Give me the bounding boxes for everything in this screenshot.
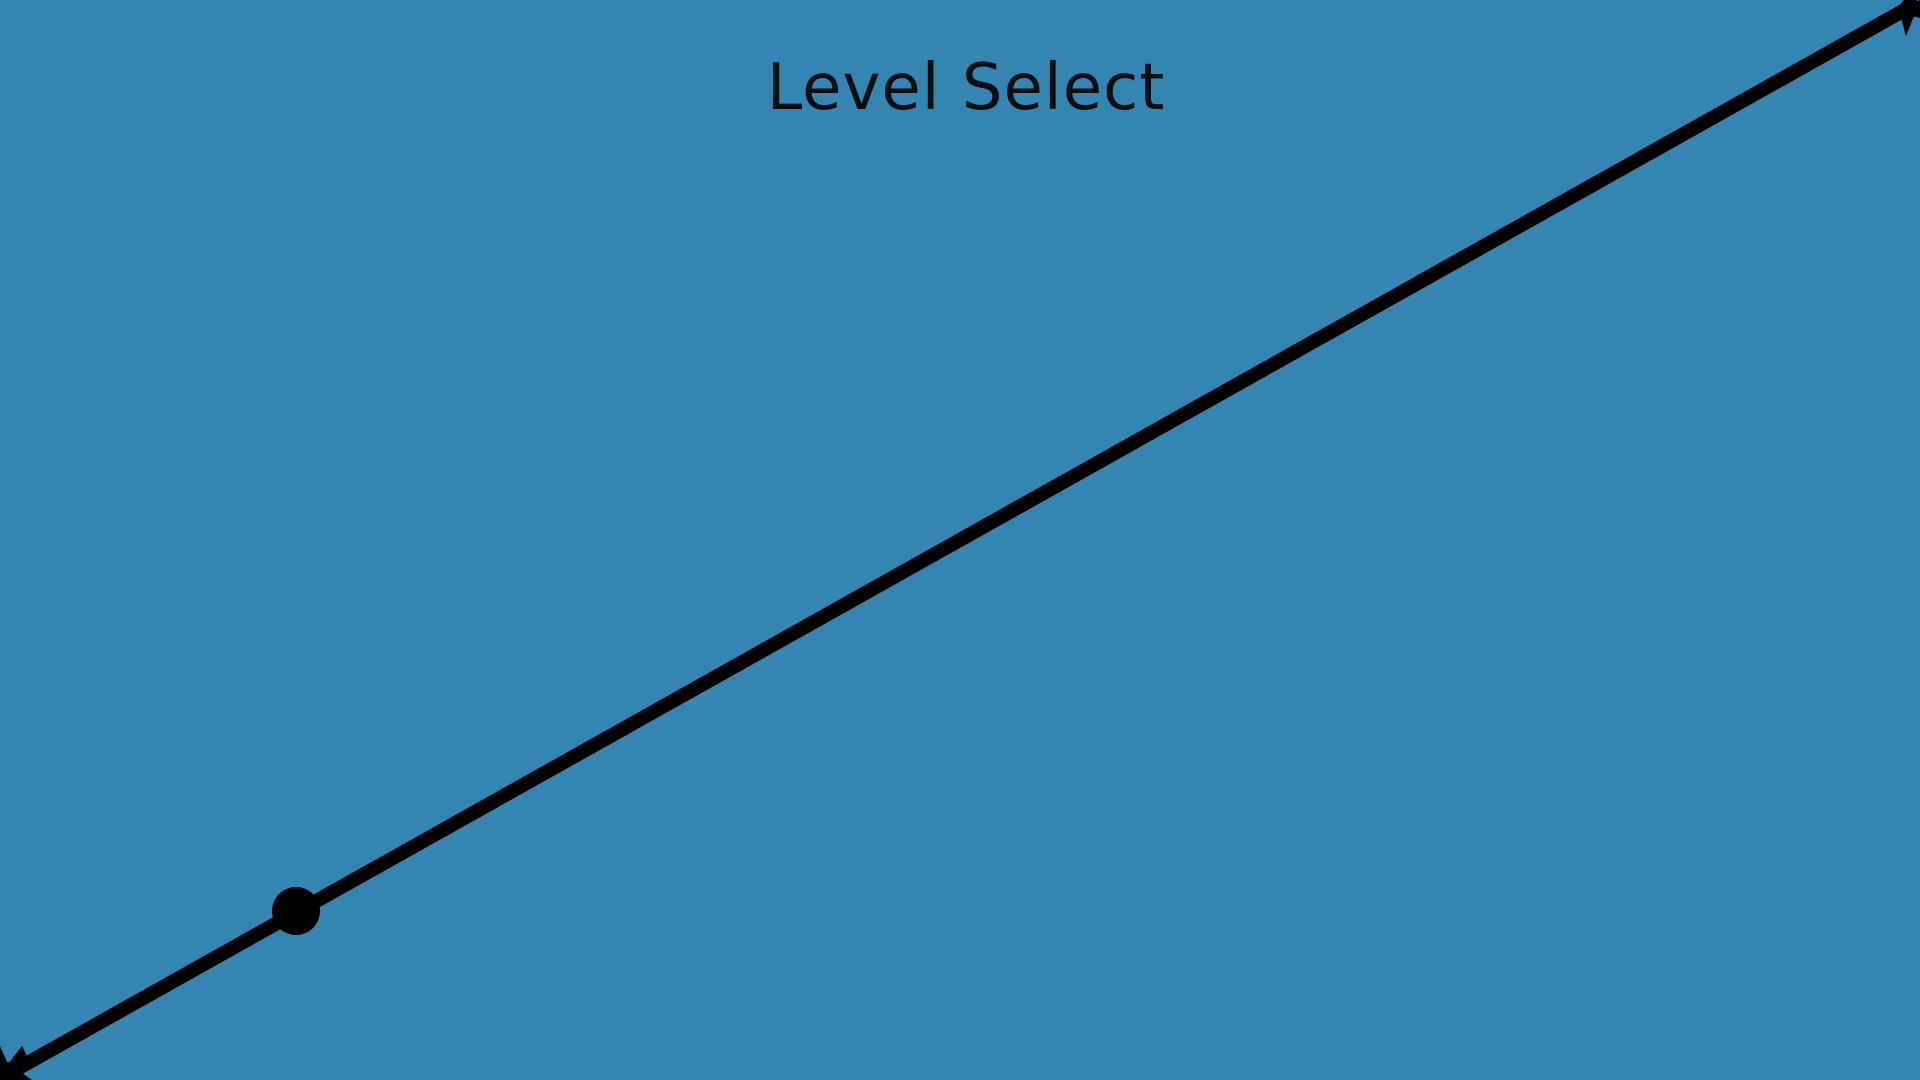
- page-title: Level Select: [766, 51, 1166, 125]
- level-path-line: [4, 0, 1914, 1080]
- level-node[interactable]: [272, 887, 320, 935]
- path-end-marker-bottom[interactable]: [0, 1046, 32, 1080]
- path-end-marker-top[interactable]: [1886, 0, 1920, 36]
